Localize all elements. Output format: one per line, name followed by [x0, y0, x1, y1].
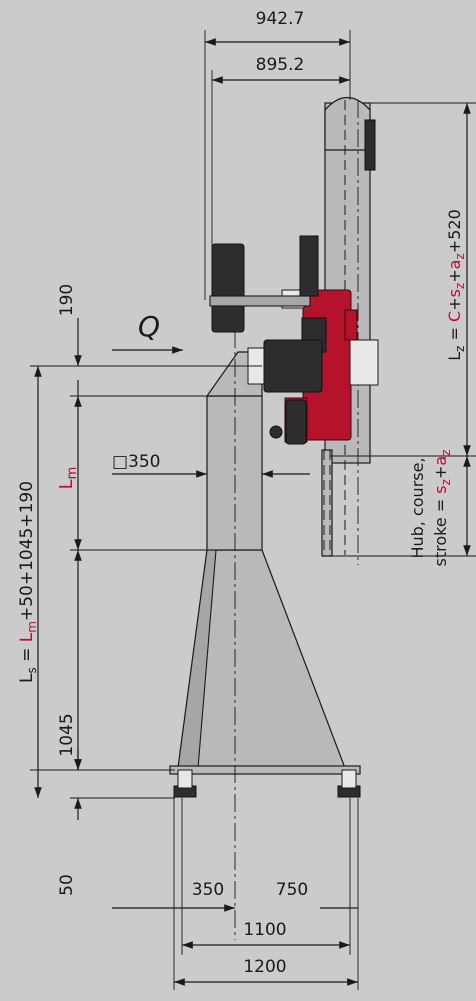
dim-1200-label: 1200 [243, 957, 286, 977]
section-350-label: 350 [128, 452, 160, 472]
dim-1100-label: 1100 [243, 920, 286, 940]
lower-motor [285, 399, 307, 445]
base-plate [169, 765, 361, 775]
upper-motor [211, 243, 245, 333]
section-callout: □ 350 [112, 452, 310, 478]
dim-ls-label: Ls = Lm+50+1045+190 [17, 481, 39, 683]
dim-350-base-label: 350 [192, 880, 224, 900]
rail-lower-guide [321, 449, 333, 557]
lower-knob [269, 425, 283, 439]
dim-895-label: 895.2 [256, 55, 305, 75]
load-indicator: Q [112, 310, 183, 354]
main-motor [263, 339, 323, 393]
hub-label-line2: stroke = sz+az [431, 450, 453, 567]
dim-bottom: 350 750 1100 1200 [112, 798, 359, 990]
gantry-column [169, 330, 361, 940]
rail-clamp [364, 119, 376, 171]
dim-right: Lz = C+sz+az+520 Hub, course, stroke = s… [330, 102, 476, 567]
carriage-block [349, 339, 379, 386]
dim-left: 190 Lm 1045 50 Ls = Lm+50+1045+190 [17, 284, 262, 896]
dim-1045-label: 1045 [57, 713, 77, 756]
leveling-screw-left [177, 769, 193, 789]
upper-motor-mount [209, 295, 311, 307]
hub-label-line1: Hub, course, [408, 457, 427, 558]
leveling-screw-right [341, 769, 357, 789]
dim-top: 942.7 895.2 [204, 9, 351, 300]
carriage-tab [344, 309, 358, 341]
load-q-label: Q [138, 310, 160, 343]
upper-bracket [299, 235, 319, 297]
dim-50-label: 50 [57, 874, 77, 896]
dim-190-label: 190 [57, 284, 77, 316]
dim-lm-label: Lm [56, 467, 80, 490]
rail-top-cap [324, 96, 371, 151]
dim-750-label: 750 [276, 880, 308, 900]
dim-lz-label: Lz = C+sz+az+520 [445, 209, 467, 361]
dim-942-label: 942.7 [256, 9, 305, 29]
column [206, 395, 263, 551]
square-symbol: □ [112, 452, 128, 472]
